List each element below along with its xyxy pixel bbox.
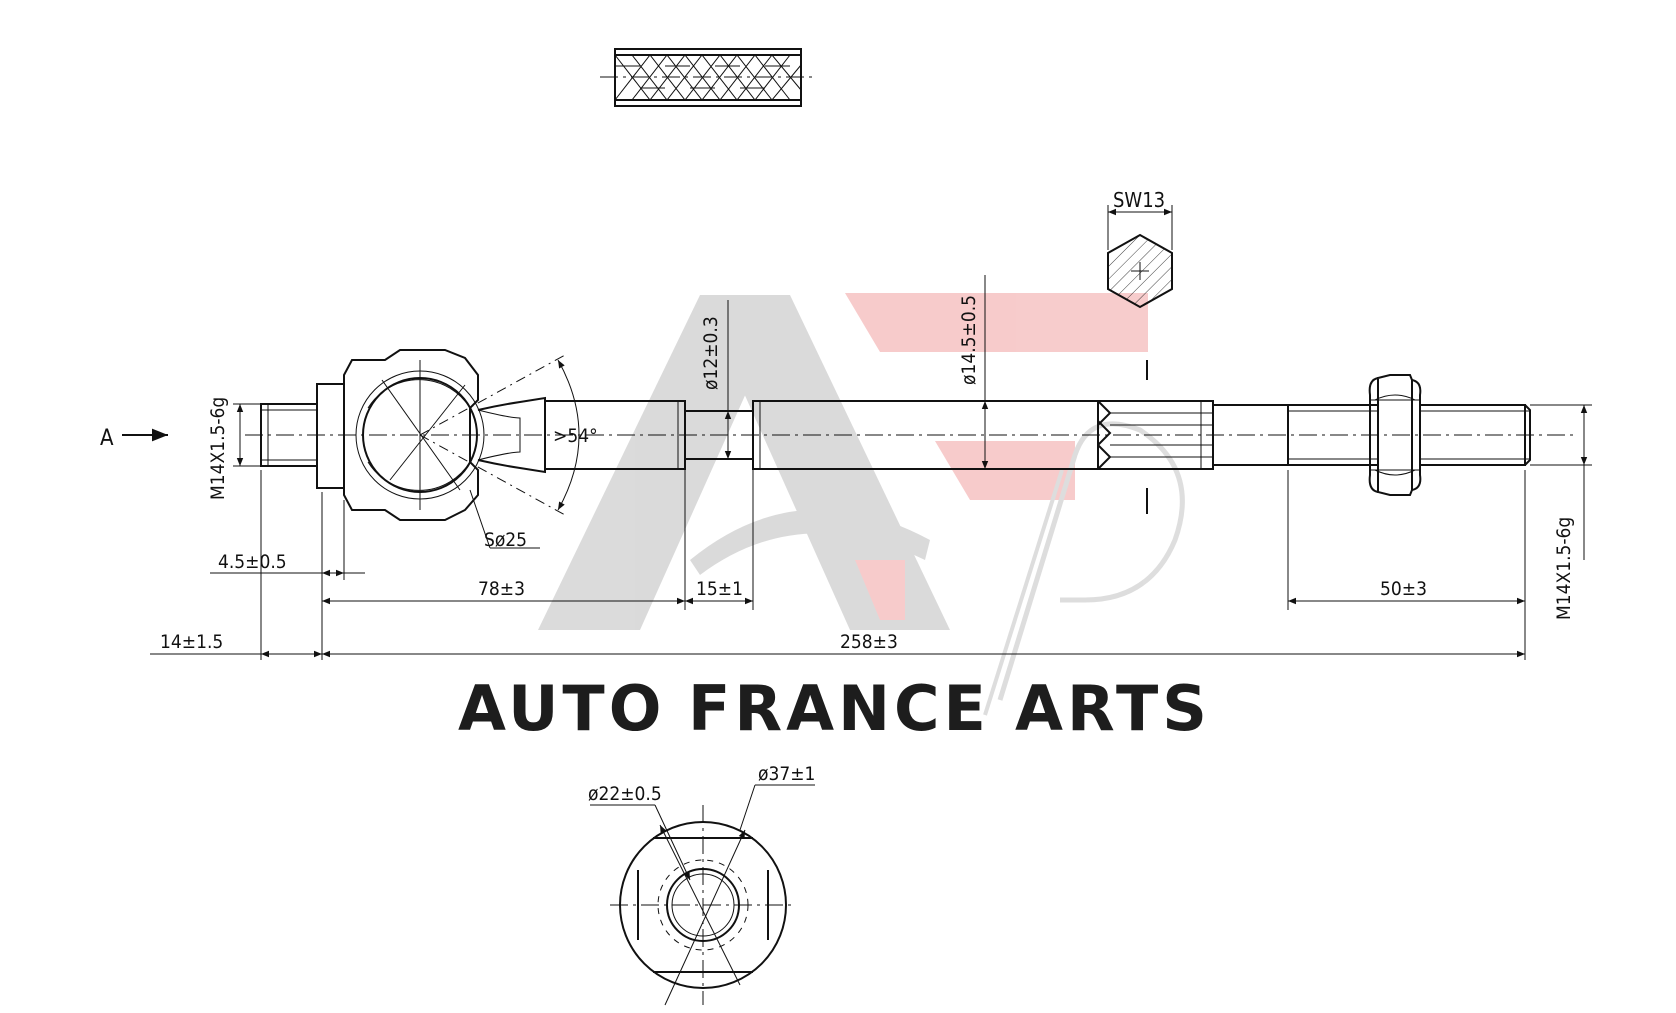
dia-22-label: ø22±0.5 <box>588 783 662 805</box>
watermark-red-bar-mid <box>935 441 1075 500</box>
dim-15-label: 15±1 <box>696 578 743 600</box>
flange <box>316 383 345 489</box>
thread-left-label: M14X1.5-6g <box>207 397 229 500</box>
dia-37-label: ø37±1 <box>758 763 815 785</box>
watermark-a-right <box>700 295 950 630</box>
dim-50-label: 50±3 <box>1380 578 1427 600</box>
dim-4-5-label: 4.5±0.5 <box>218 551 287 573</box>
dia-12-label: ø12±0.3 <box>700 316 722 390</box>
dim-78-label: 78±3 <box>478 578 525 600</box>
watermark-word-france: FRANCE <box>688 672 990 745</box>
watermark-logo: AUTO FRANCE ARTS <box>458 293 1211 745</box>
watermark-word-arts: ARTS <box>1015 672 1211 745</box>
watermark-p-stem <box>983 469 1064 716</box>
knurl-detail <box>600 48 815 107</box>
watermark-a-left <box>538 295 790 630</box>
watermark-red-bar-low <box>855 560 905 620</box>
hex-detail: SW13 <box>1107 188 1173 514</box>
watermark-word-auto: AUTO <box>458 672 665 745</box>
right-thread-end <box>1419 404 1526 466</box>
thread-right-label: M14X1.5-6g <box>1553 517 1575 620</box>
view-arrow-label: A <box>100 426 114 451</box>
watermark-red-bar-top <box>845 293 1148 352</box>
sphere-label: Sø25 <box>484 529 527 551</box>
dim-258-label: 258±3 <box>840 631 898 653</box>
watermark-a-swoosh <box>690 509 930 575</box>
tie-rod-main <box>245 349 1575 521</box>
angle-label: >54° <box>553 425 598 447</box>
sw-label: SW13 <box>1113 188 1165 212</box>
dia-14-5-label: ø14.5±0.5 <box>958 295 980 385</box>
end-view: ø22±0.5 ø37±1 <box>588 763 815 1006</box>
dim-14-label: 14±1.5 <box>160 631 223 653</box>
dimensions: A M14X1.5-6g >54° Sø25 ø12±0.3 ø14.5±0.5… <box>100 275 1592 660</box>
